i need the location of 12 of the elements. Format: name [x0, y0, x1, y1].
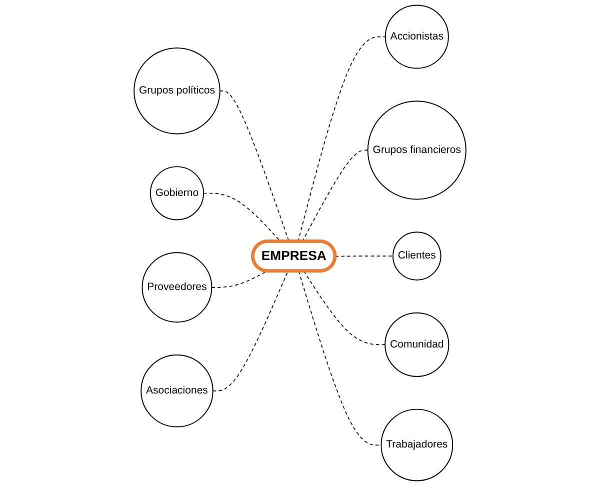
connector — [212, 270, 288, 392]
node-circle: Grupos políticos — [134, 48, 220, 134]
node-circle: Proveedores — [142, 252, 212, 323]
node-circle: Comunidad — [384, 312, 450, 377]
node-circle: Gobierno — [150, 166, 204, 220]
node-circle: Trabajadores — [380, 408, 454, 482]
node-circle: Accionistas — [384, 4, 449, 69]
node-circle: Asociaciones — [140, 354, 214, 428]
node-circle: Clientes — [392, 232, 442, 280]
node-circle: Grupos financieros — [367, 100, 466, 200]
connector — [303, 270, 386, 346]
connector — [334, 256, 394, 257]
